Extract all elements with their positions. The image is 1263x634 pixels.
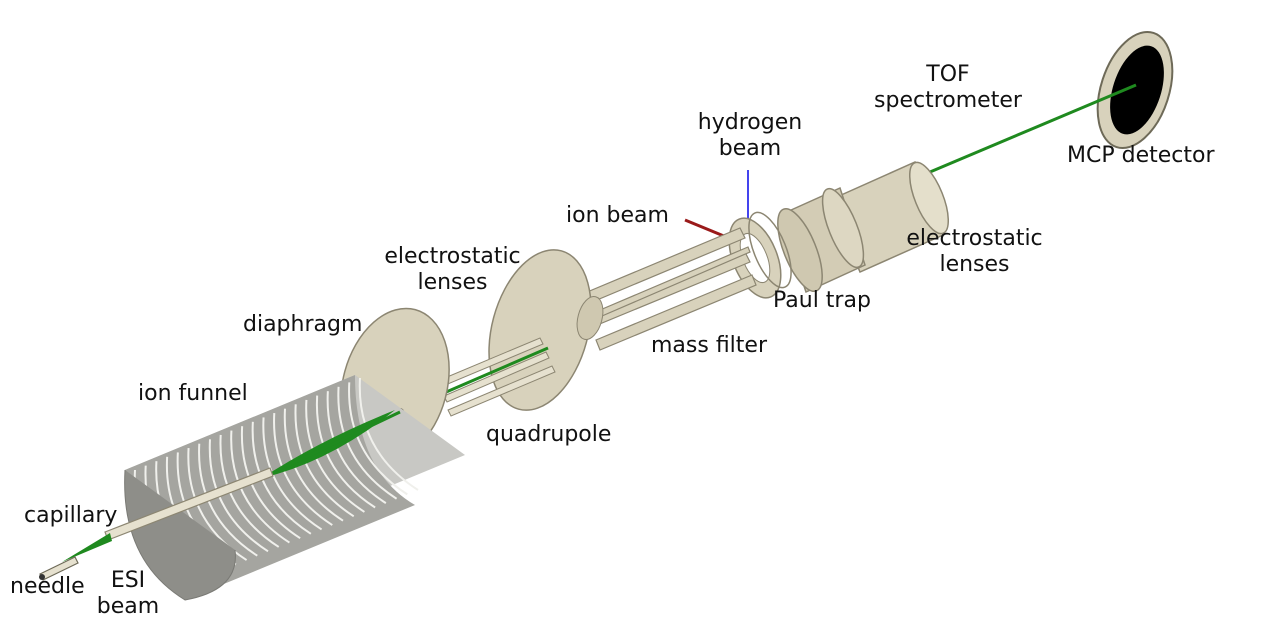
funnel-ring xyxy=(273,412,333,526)
funnel-ring xyxy=(315,395,376,509)
mass-filter xyxy=(579,227,757,351)
label-es-right-line2: lenses xyxy=(939,252,1010,277)
label-electrostatic-lenses-left: electrostatic lenses xyxy=(360,244,545,296)
mcp-detector xyxy=(1096,30,1174,150)
label-es-left-line1: electrostatic xyxy=(384,244,521,269)
label-hydrogen-line1: hydrogen xyxy=(697,110,803,135)
label-esi-line1: ESI xyxy=(110,568,146,593)
right-electrostatic-lenses xyxy=(777,186,866,294)
label-ion-beam: ion beam xyxy=(566,203,669,228)
funnel-ring xyxy=(240,426,301,540)
label-es-right-line1: electrostatic xyxy=(906,226,1043,251)
needle xyxy=(39,556,79,581)
label-esi-beam: ESI beam xyxy=(88,568,168,620)
label-ion-funnel: ion funnel xyxy=(138,381,248,406)
tof-ion-path xyxy=(929,83,1137,174)
funnel-ring xyxy=(283,408,344,522)
label-tof-line1: TOF xyxy=(926,62,970,87)
funnel-ring xyxy=(326,391,387,504)
funnel-ring xyxy=(305,399,365,513)
funnel-ring xyxy=(294,404,355,518)
label-capillary: capillary xyxy=(24,503,118,528)
label-diaphragm: diaphragm xyxy=(243,312,363,337)
label-tof-spectrometer: TOF spectrometer xyxy=(858,62,1038,114)
esi-spray xyxy=(62,533,112,562)
funnel-ring xyxy=(262,417,323,531)
label-hydrogen-line2: beam xyxy=(718,136,782,161)
funnel-ring xyxy=(198,443,258,557)
label-needle: needle xyxy=(10,574,85,599)
funnel-ring xyxy=(251,421,312,535)
label-esi-line2: beam xyxy=(96,594,160,619)
funnel-ring xyxy=(337,386,398,500)
label-es-left-line2: lenses xyxy=(417,270,488,295)
label-hydrogen-beam: hydrogen beam xyxy=(680,110,820,162)
funnel-ion-cloud xyxy=(261,410,401,480)
label-mcp-detector: MCP detector xyxy=(1067,143,1215,168)
label-paul-trap: Paul trap xyxy=(773,288,871,313)
quadrupole xyxy=(439,337,556,417)
funnel-ring xyxy=(348,382,408,496)
label-quadrupole: quadrupole xyxy=(486,422,612,447)
funnel-ring xyxy=(208,439,269,553)
funnel-ring xyxy=(219,434,280,548)
label-electrostatic-lenses-right: electrostatic lenses xyxy=(882,226,1067,278)
funnel-ring xyxy=(230,430,290,544)
funnel-ring xyxy=(358,377,419,491)
label-tof-line2: spectrometer xyxy=(874,88,1022,113)
label-mass-filter: mass filter xyxy=(651,333,768,358)
